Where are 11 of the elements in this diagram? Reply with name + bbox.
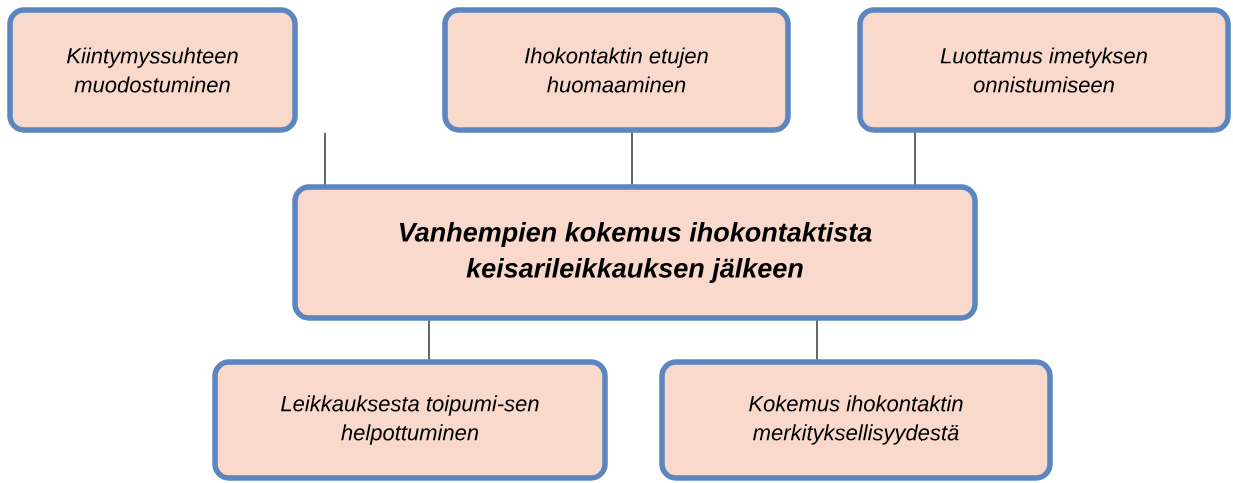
theme-box: Kokemus ihokontaktin merkityksellisyydestä xyxy=(659,359,1053,481)
theme-box: Ihokontaktin etujen huomaaminen xyxy=(442,7,791,133)
connector-line xyxy=(324,132,326,185)
connector-line xyxy=(914,132,916,185)
theme-box: Kiintymyssuhteen muodostuminen xyxy=(7,7,298,133)
title-box: Vanhempien kokemus ihokontaktista keisarileikkauksen jälkeen xyxy=(292,184,978,321)
connector-line xyxy=(428,320,430,360)
theme-box: Luottamus imetyksen onnistumiseen xyxy=(857,7,1231,133)
connector-line xyxy=(631,132,633,185)
connector-line xyxy=(816,320,818,360)
theme-box: Leikkauksesta toipumi-sen helpottuminen xyxy=(212,359,608,481)
